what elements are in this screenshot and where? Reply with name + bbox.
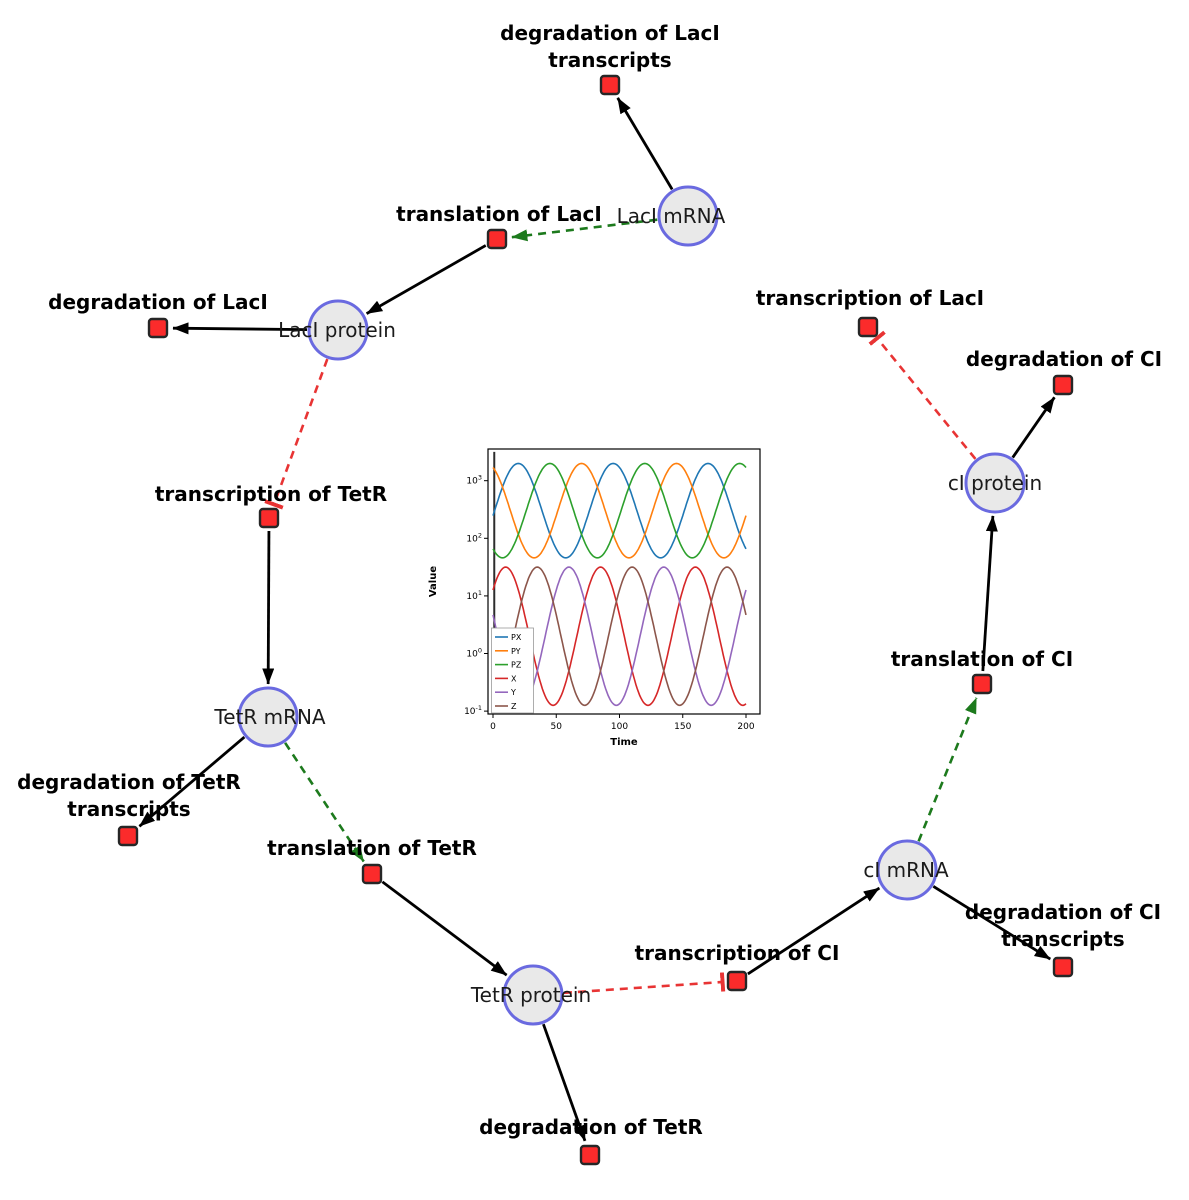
edge-tetr-mrna--translation-tetr [284, 742, 365, 863]
reaction-label-deg-ci-transcripts: transcripts [1001, 927, 1124, 951]
reaction-label-deg-laci: degradation of LacI [48, 290, 268, 314]
reaction-node-deg-ci[interactable] [1052, 374, 1074, 396]
x-tick-label: 150 [674, 722, 691, 732]
edge-transcription-ci--ci-mrna [747, 886, 881, 976]
species-node-tetr-mrna[interactable] [237, 686, 299, 748]
x-tick-label: 100 [611, 722, 628, 732]
legend-label-PY: PY [511, 647, 521, 656]
edge-laci-protein--transcription-tetr [264, 358, 329, 510]
legend-label-PZ: PZ [511, 661, 522, 670]
reaction-label-translation-laci: translation of LacI [396, 202, 602, 226]
y-tick-label: 101 [466, 589, 482, 602]
edge-laci-protein--deg-laci [172, 322, 308, 335]
legend-label-PX: PX [511, 633, 522, 642]
x-axis-label: Time [610, 737, 638, 748]
species-node-laci-mrna[interactable] [657, 185, 719, 247]
series-PX [492, 462, 747, 559]
reaction-label-deg-tetr: degradation of TetR [479, 1115, 703, 1139]
species-label-laci-mrna: LacI mRNA [617, 204, 726, 228]
reaction-node-deg-tetr-transcripts[interactable] [117, 825, 139, 847]
edge-ci-mrna--translation-ci [917, 697, 978, 842]
edges-layer [138, 97, 1056, 1142]
species-node-laci-protein[interactable] [307, 299, 369, 361]
reaction-label-deg-laci-transcripts: transcripts [548, 48, 671, 72]
y-tick-label: 103 [466, 474, 482, 487]
reaction-node-transcription-ci[interactable] [726, 970, 748, 992]
edge-translation-tetr--tetr-protein [381, 880, 508, 977]
y-axis-label: Value [428, 566, 439, 597]
reaction-label-deg-tetr-transcripts: degradation of TetR [17, 770, 241, 794]
species-label-ci-protein: cI protein [948, 471, 1042, 495]
species-nodes-layer [237, 185, 1026, 1026]
series-PZ [492, 462, 747, 559]
series-Y [492, 566, 747, 707]
legend-label-Z: Z [511, 702, 517, 711]
reaction-label-deg-ci: degradation of CI [966, 347, 1162, 371]
legend-label-Y: Y [510, 688, 516, 697]
reaction-label-transcription-tetr: transcription of TetR [155, 482, 387, 506]
plot-legend: PX PY PZ XYZ [491, 627, 534, 714]
series-Z [492, 566, 747, 707]
legend-box [491, 627, 534, 714]
reaction-node-deg-ci-transcripts[interactable] [1052, 956, 1074, 978]
y-tick-label: 102 [466, 531, 482, 544]
labels-layer: degradation of LacI transcripts translatio… [17, 21, 1162, 1139]
species-node-ci-mrna[interactable] [876, 839, 938, 901]
species-label-tetr-protein: TetR protein [470, 983, 591, 1007]
reaction-node-translation-ci[interactable] [971, 673, 993, 695]
species-node-tetr-protein[interactable] [502, 964, 564, 1026]
species-label-laci-protein: LacI protein [278, 318, 396, 342]
x-tick-label: 0 [490, 722, 496, 732]
edge-transcription-tetr--tetr-mrna [262, 530, 275, 685]
reaction-label-deg-ci-transcripts: degradation of CI [965, 900, 1161, 924]
edge-tetr-protein--transcription-ci [563, 972, 726, 995]
reaction-label-deg-tetr-transcripts: transcripts [67, 797, 190, 821]
edge-ci-mrna--deg-ci-transcripts [932, 885, 1052, 961]
reaction-label-translation-tetr: translation of TetR [267, 836, 477, 860]
legend-label-X: X [511, 674, 517, 683]
reaction-label-transcription-ci: transcription of CI [635, 941, 840, 965]
edge-translation-ci--ci-protein [981, 515, 998, 672]
reaction-node-translation-tetr[interactable] [361, 863, 383, 885]
species-label-tetr-mrna: TetR mRNA [213, 705, 326, 729]
reaction-node-translation-laci[interactable] [486, 228, 508, 250]
reaction-label-transcription-laci: transcription of LacI [756, 286, 984, 310]
edge-translation-laci--laci-protein [365, 244, 487, 315]
edge-ci-protein--deg-ci [1011, 396, 1056, 459]
species-node-ci-protein[interactable] [964, 452, 1026, 514]
reaction-node-transcription-tetr[interactable] [258, 507, 280, 529]
reaction-node-transcription-laci[interactable] [857, 316, 879, 338]
series-PY [492, 462, 747, 559]
edge-laci-mrna--deg-laci-transcripts [616, 97, 674, 191]
series-X [492, 566, 747, 707]
edge-tetr-mrna--deg-tetr-transcripts [138, 736, 246, 828]
reaction-label-translation-ci: translation of CI [891, 647, 1073, 671]
reaction-node-deg-laci-transcripts[interactable] [599, 74, 621, 96]
y-tick-label: 100 [466, 647, 482, 660]
reaction-node-deg-tetr[interactable] [579, 1144, 601, 1166]
y-tick-label: 10-1 [464, 704, 482, 717]
x-tick-label: 200 [737, 722, 754, 732]
edge-laci-mrna--translation-laci [511, 218, 658, 242]
reaction-node-deg-laci[interactable] [147, 317, 169, 339]
reaction-nodes-layer [117, 74, 1074, 1166]
x-tick-label: 50 [551, 722, 563, 732]
reaction-label-deg-laci-transcripts: degradation of LacI [500, 21, 720, 45]
edge-tetr-protein--deg-tetr [542, 1023, 587, 1142]
edge-ci-protein--transcription-laci [868, 330, 977, 460]
species-label-ci-mrna: cI mRNA [863, 858, 949, 882]
